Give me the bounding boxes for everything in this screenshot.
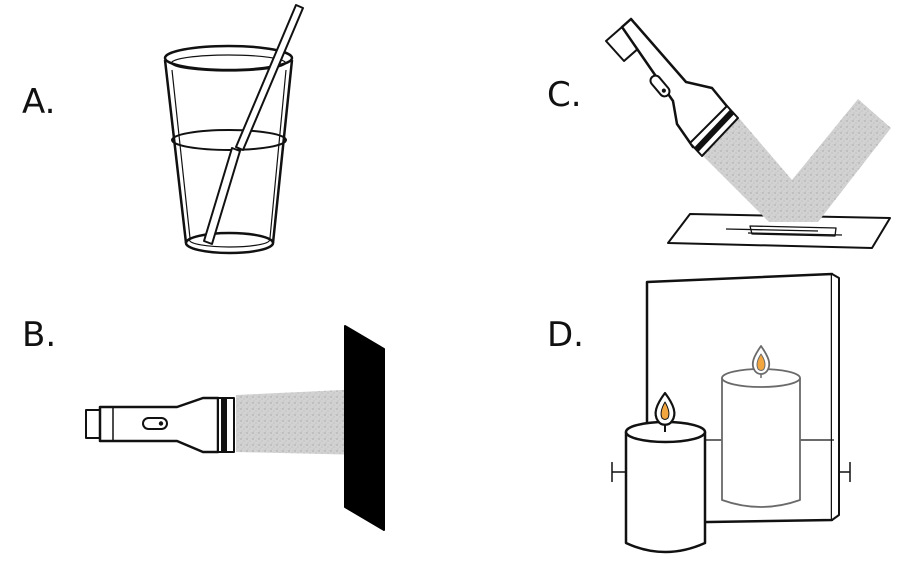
panel-b-flashlight-illustration bbox=[85, 325, 385, 531]
water-surface bbox=[171, 129, 287, 151]
straw-upper bbox=[235, 4, 304, 151]
light-beam bbox=[697, 99, 891, 222]
opaque-board bbox=[344, 325, 385, 531]
glass-rim bbox=[163, 44, 294, 72]
panel-label-d: D. bbox=[547, 315, 584, 355]
mirror-plate bbox=[667, 213, 891, 249]
panel-label-c: C. bbox=[547, 75, 582, 115]
switch-icon bbox=[142, 417, 168, 430]
panel-label-a: A. bbox=[22, 82, 56, 122]
reflected-candle bbox=[721, 345, 801, 508]
panel-c-reflection-illustration bbox=[605, 17, 891, 249]
glass-wall bbox=[163, 59, 294, 244]
panel-a-glass-illustration bbox=[163, 4, 304, 255]
light-beam bbox=[236, 389, 365, 455]
panel-d-candle-mirror-illustration bbox=[611, 272, 851, 554]
panel-label-b: B. bbox=[22, 315, 57, 355]
straw-lower bbox=[203, 147, 241, 245]
real-candle bbox=[624, 391, 707, 554]
